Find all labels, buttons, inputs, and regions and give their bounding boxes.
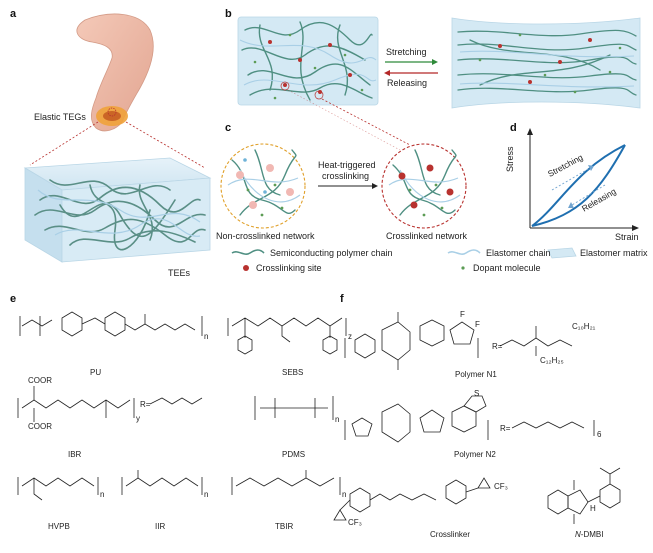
cf3-right: CF₃ bbox=[494, 482, 508, 491]
legend-icons bbox=[231, 247, 577, 271]
panel-label-c: c bbox=[225, 122, 232, 134]
releasing-label: Releasing bbox=[387, 78, 428, 88]
n2-s: S bbox=[474, 389, 480, 398]
ibr-cooR-top: COOR bbox=[28, 376, 52, 385]
heat-label-line1: Heat-triggered bbox=[318, 160, 376, 170]
crosslinked-label: Crosslinked network bbox=[386, 231, 468, 241]
legend-crosslinking-site: Crosslinking site bbox=[256, 263, 322, 273]
cf3-left: CF₃ bbox=[348, 518, 362, 527]
legend-elastomer-chain: Elastomer chain bbox=[486, 248, 551, 258]
ibr-r-eq: R= bbox=[140, 400, 151, 409]
network-box-relaxed bbox=[237, 16, 379, 106]
stress-strain-plot bbox=[527, 128, 639, 231]
ibr-label: IBR bbox=[68, 450, 82, 459]
sebs-z: z bbox=[348, 332, 352, 341]
n2-label: Polymer N2 bbox=[454, 450, 496, 459]
elastic-tegs-label: Elastic TEGs bbox=[34, 112, 86, 122]
n2-repeat: 6 bbox=[597, 430, 602, 439]
legend-elastomer-matrix: Elastomer matrix bbox=[580, 248, 648, 258]
panel-label-f: f bbox=[340, 293, 344, 305]
non-crosslinked-network bbox=[220, 143, 306, 229]
sebs-label: SEBS bbox=[282, 368, 304, 377]
hvpb-n: n bbox=[100, 490, 105, 499]
legend-dopant: Dopant molecule bbox=[473, 263, 541, 273]
legend-semiconducting: Semiconducting polymer chain bbox=[270, 248, 393, 258]
iir-label: IIR bbox=[155, 522, 166, 531]
n1-f-1: F bbox=[460, 310, 465, 319]
n2-r-eq: R= bbox=[500, 424, 511, 433]
pu-label: PU bbox=[90, 368, 102, 377]
tbir-n: n bbox=[342, 490, 347, 499]
n1-c12h25: C₁₂H₂₅ bbox=[540, 356, 564, 365]
non-crosslinked-label: Non-crosslinked network bbox=[216, 231, 315, 241]
hvpb-structure bbox=[17, 477, 99, 501]
iir-structure bbox=[121, 470, 203, 495]
pdms-n: n bbox=[335, 415, 340, 424]
schematic-illustration bbox=[23, 13, 641, 271]
network-box-stretched bbox=[451, 17, 641, 109]
ndmbi-label: N-DMBI bbox=[575, 530, 603, 539]
n1-f-2: F bbox=[475, 320, 480, 329]
iir-n: n bbox=[204, 490, 209, 499]
stretching-label: Stretching bbox=[386, 47, 427, 57]
heat-label-line2: crosslinking bbox=[322, 171, 370, 181]
strain-axis-label: Strain bbox=[615, 232, 639, 242]
n1-label: Polymer N1 bbox=[455, 370, 497, 379]
crosslinker-label: Crosslinker bbox=[430, 530, 471, 539]
ndmbi-h: H bbox=[590, 504, 596, 513]
stress-axis-label: Stress bbox=[505, 146, 515, 172]
ndmbi-italic: N bbox=[575, 530, 581, 539]
ibr-y: y bbox=[136, 414, 140, 423]
n1-c10h21: C₁₀H₂₁ bbox=[572, 322, 596, 331]
sebs-structure bbox=[227, 317, 347, 355]
pdms-label: PDMS bbox=[282, 450, 306, 459]
pu-structure bbox=[19, 311, 203, 337]
ibr-structure bbox=[17, 386, 203, 422]
crosslinker-structure bbox=[333, 477, 491, 521]
tbir-label: TBIR bbox=[275, 522, 294, 531]
polymer-n1-structure bbox=[344, 312, 573, 370]
crosslinked-network bbox=[381, 143, 467, 229]
tee-block bbox=[23, 157, 212, 263]
tbir-structure bbox=[231, 470, 341, 495]
ibr-cooR-bottom: COOR bbox=[28, 422, 52, 431]
tees-label: TEEs bbox=[168, 268, 191, 278]
ndmbi-structure bbox=[547, 467, 621, 524]
polymer-n2-structure bbox=[344, 395, 595, 443]
panel-label-e: e bbox=[10, 293, 17, 305]
ndmbi-rest: -DMBI bbox=[580, 530, 604, 539]
arm-illustration bbox=[76, 13, 154, 132]
pu-n: n bbox=[204, 332, 209, 341]
panel-label-d: d bbox=[510, 122, 517, 134]
n1-r-eq: R= bbox=[492, 342, 503, 351]
panel-label-a: a bbox=[10, 8, 17, 20]
hvpb-label: HVPB bbox=[48, 522, 70, 531]
pdms-structure bbox=[254, 396, 334, 420]
panel-label-b: b bbox=[225, 8, 232, 20]
